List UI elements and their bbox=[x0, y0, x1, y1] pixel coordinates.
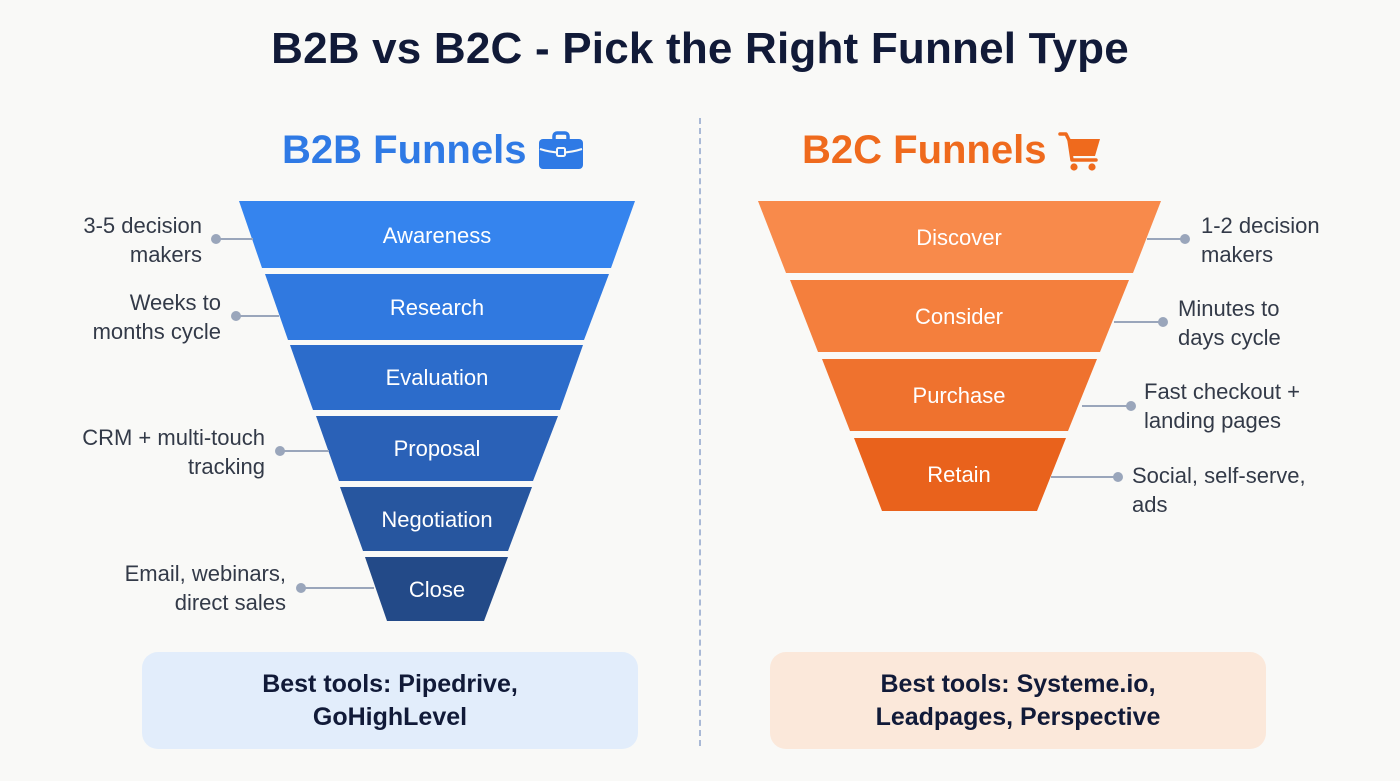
svg-text:Proposal: Proposal bbox=[394, 436, 481, 461]
b2c-note-decision-makers: 1-2 decision makers bbox=[1201, 213, 1320, 267]
b2b-stage-close: Close bbox=[365, 557, 508, 621]
b2b-note-channels: Email, webinars, direct sales bbox=[124, 561, 286, 615]
b2b-stage-research: Research bbox=[265, 274, 609, 340]
b2b-stage-negotiation: Negotiation bbox=[340, 487, 532, 551]
b2b-stage-proposal: Proposal bbox=[316, 416, 558, 481]
svg-text:Discover: Discover bbox=[916, 225, 1002, 250]
svg-text:Retain: Retain bbox=[927, 462, 991, 487]
b2b-note-decision-makers: 3-5 decision makers bbox=[83, 213, 202, 267]
b2b-tools-line1: Best tools: Pipedrive, bbox=[262, 669, 518, 698]
b2b-heading-text: B2B Funnels bbox=[282, 128, 527, 172]
shopping-cart-icon bbox=[1058, 131, 1101, 171]
b2c-stage-discover: Discover bbox=[758, 201, 1161, 273]
svg-text:Close: Close bbox=[409, 577, 465, 602]
b2c-tools-line2: Leadpages, Perspective bbox=[875, 702, 1161, 731]
svg-text:Evaluation: Evaluation bbox=[386, 365, 489, 390]
b2c-connectors bbox=[1051, 234, 1190, 482]
svg-text:Research: Research bbox=[390, 295, 484, 320]
b2c-stage-retain: Retain bbox=[854, 438, 1066, 511]
page-title: B2B vs B2C - Pick the Right Funnel Type bbox=[271, 24, 1129, 73]
b2c-note-cycle: Minutes to days cycle bbox=[1178, 296, 1281, 350]
svg-text:Purchase: Purchase bbox=[913, 383, 1006, 408]
briefcase-icon bbox=[539, 130, 584, 169]
b2c-note-checkout: Fast checkout + landing pages bbox=[1144, 379, 1300, 433]
b2b-heading: B2B Funnels bbox=[282, 128, 584, 173]
svg-text:Awareness: Awareness bbox=[383, 223, 491, 248]
b2b-best-tools-box: Best tools: Pipedrive, GoHighLevel bbox=[142, 652, 638, 749]
b2b-connectors bbox=[211, 234, 374, 593]
svg-text:Consider: Consider bbox=[915, 304, 1003, 329]
b2b-note-cycle: Weeks to months cycle bbox=[92, 290, 221, 344]
b2c-heading: B2C Funnels bbox=[802, 128, 1102, 173]
b2b-stage-awareness: Awareness bbox=[239, 201, 635, 268]
b2c-best-tools-box: Best tools: Systeme.io, Leadpages, Persp… bbox=[770, 652, 1266, 749]
b2c-heading-text: B2C Funnels bbox=[802, 128, 1047, 172]
b2b-note-tracking: CRM + multi-touch tracking bbox=[82, 425, 265, 479]
b2c-stage-purchase: Purchase bbox=[822, 359, 1097, 431]
b2c-tools-line1: Best tools: Systeme.io, bbox=[880, 669, 1156, 698]
b2b-tools-line2: GoHighLevel bbox=[312, 702, 468, 731]
b2c-note-channels: Social, self-serve, ads bbox=[1132, 463, 1306, 517]
b2c-stage-consider: Consider bbox=[790, 280, 1129, 352]
b2c-funnel: Discover Consider Purchase Retain bbox=[758, 201, 1161, 511]
center-divider bbox=[699, 118, 701, 746]
b2b-stage-evaluation: Evaluation bbox=[290, 345, 583, 410]
b2b-funnel: Awareness Research Evaluation Proposal N… bbox=[239, 201, 635, 621]
svg-text:Negotiation: Negotiation bbox=[381, 507, 492, 532]
